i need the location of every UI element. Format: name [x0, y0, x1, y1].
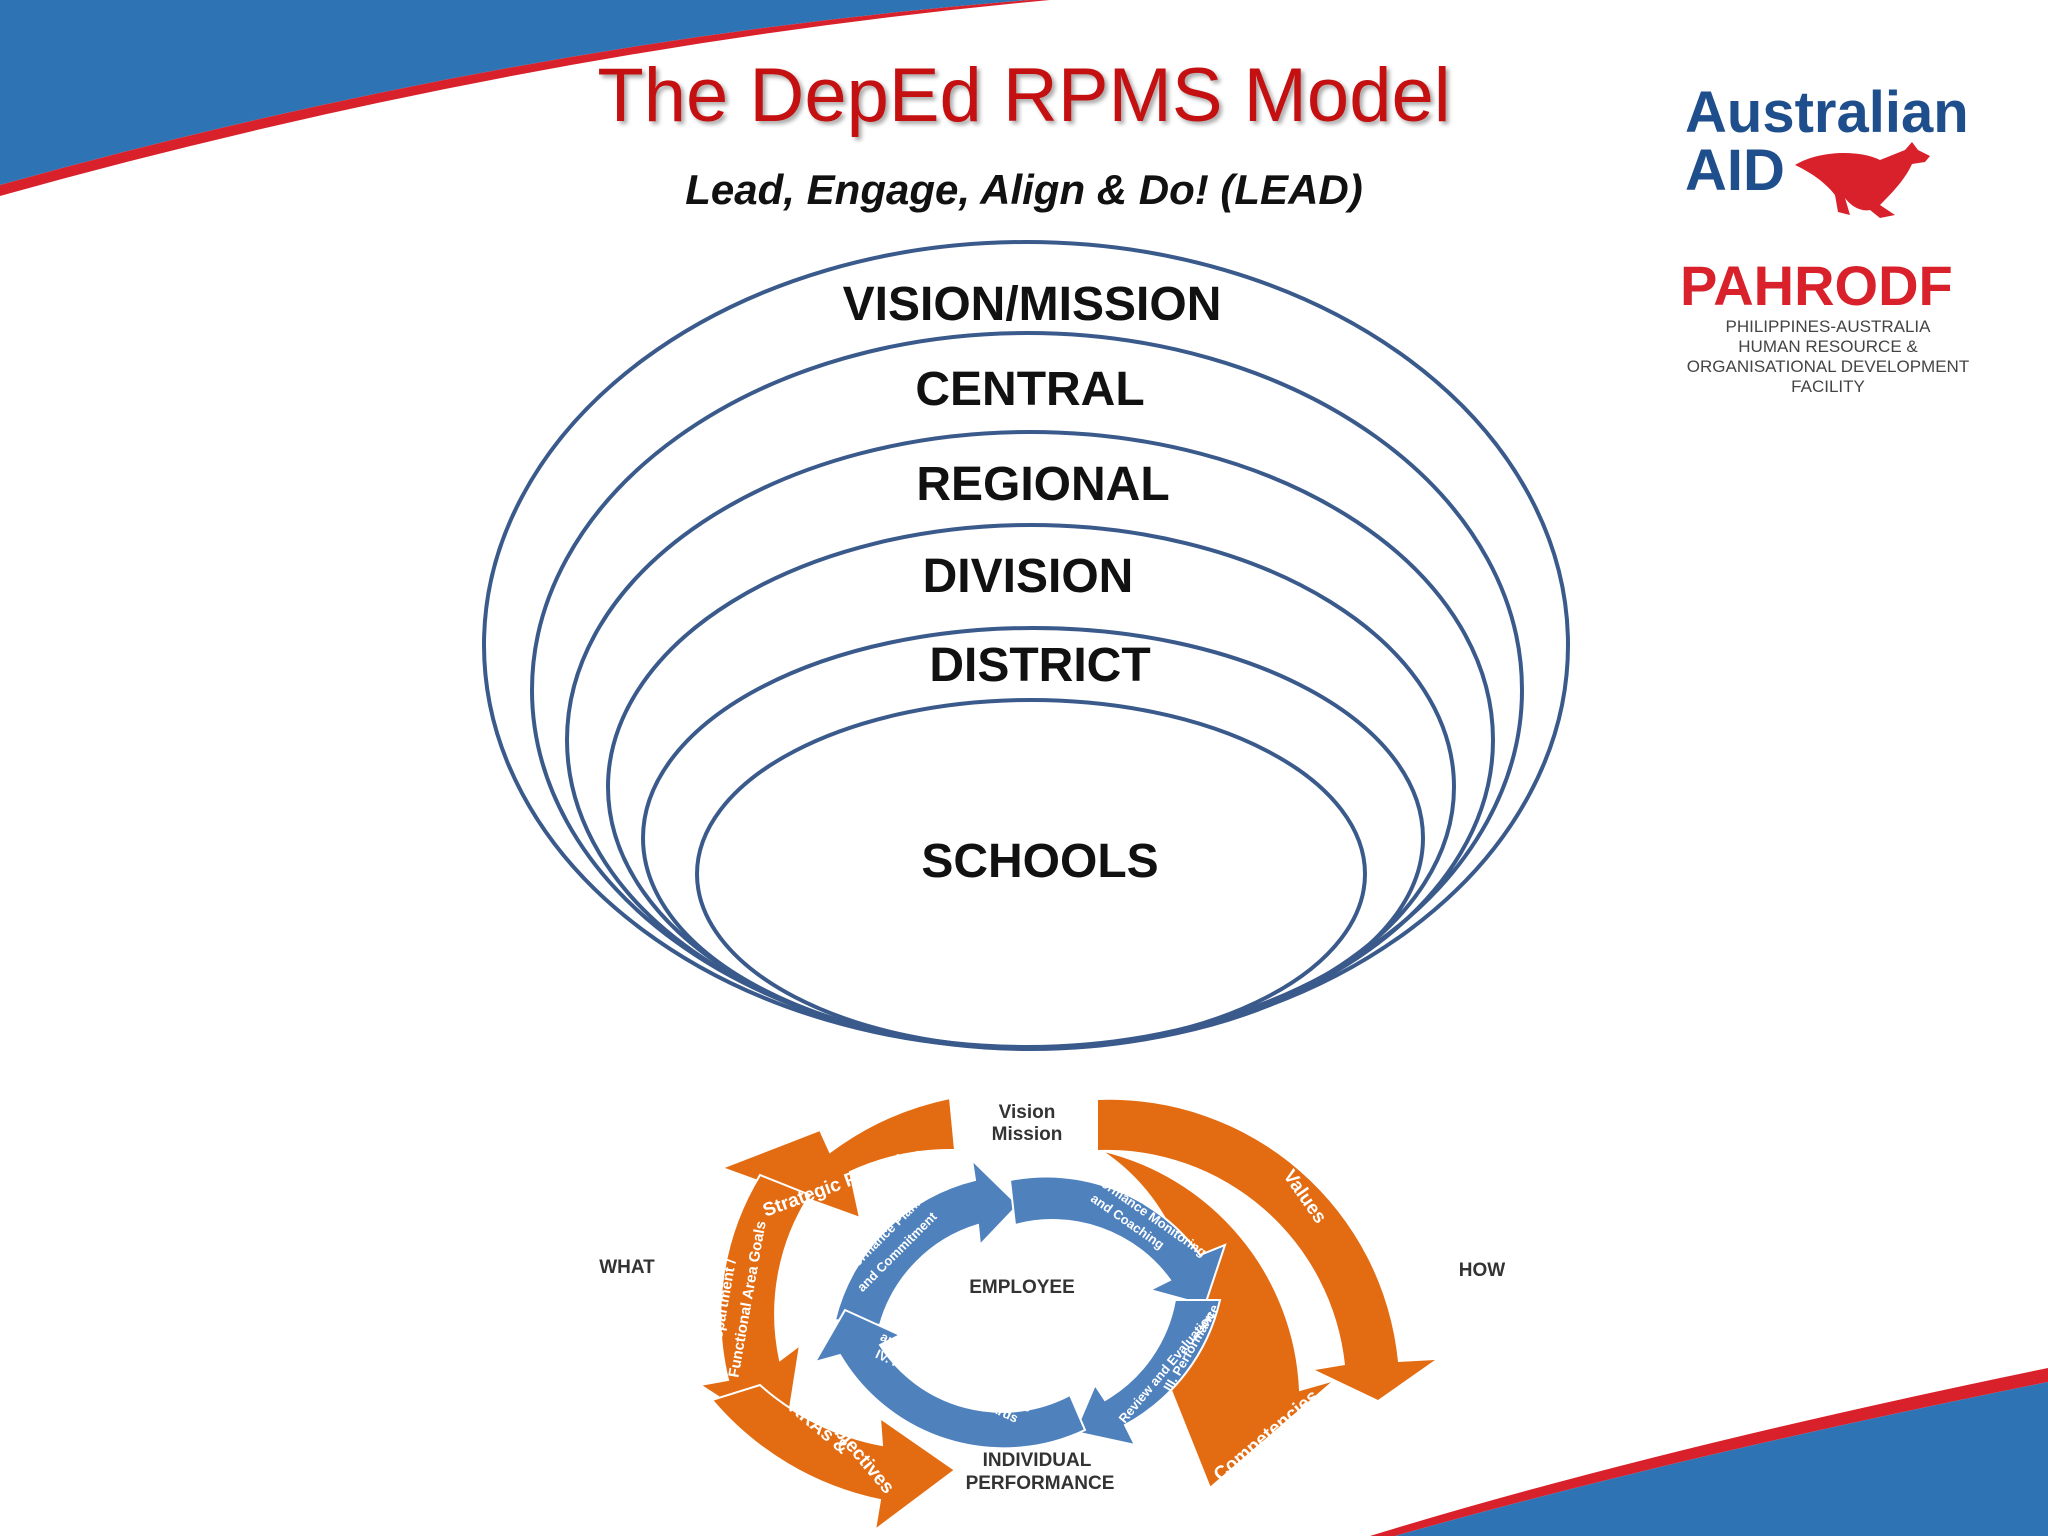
ring-schools [695, 698, 1367, 1050]
australian-aid-line1: Australian [1685, 80, 1969, 145]
pahrodf-line4: FACILITY [1791, 377, 1865, 396]
cycle-top-vision: Vision [999, 1102, 1056, 1123]
cycle-bottom-performance: PERFORMANCE [966, 1473, 1115, 1494]
values-competencies-arrow [1099, 1100, 1336, 1490]
phase-4-arrow [812, 1308, 1087, 1450]
cycle-what-label: WHAT [599, 1257, 655, 1278]
level-vision-mission: VISION/MISSION [843, 278, 1222, 331]
pahrodf-line1: PHILIPPINES-AUSTRALIA [1725, 317, 1931, 336]
kras-objectives-arrow [710, 1383, 957, 1533]
pahrodf-line3: ORGANISATIONAL DEVELOPMENT [1687, 357, 1969, 376]
level-schools: SCHOOLS [921, 835, 1158, 888]
cycle-bottom-individual: INDIVIDUAL [983, 1450, 1092, 1471]
level-district: DISTRICT [929, 639, 1150, 692]
bottom-right-red-stripe [1370, 1368, 2048, 1536]
bottom-right-blue-banner [1395, 1382, 2048, 1536]
top-left-blue-banner [0, 0, 1030, 185]
values-arrow [1098, 1099, 1435, 1400]
kangaroo-icon [1795, 142, 1930, 218]
cycle-how-label: HOW [1459, 1260, 1506, 1281]
level-central: CENTRAL [915, 363, 1144, 416]
phase-3-arrow [1073, 1299, 1222, 1447]
cycle-top-mission: Mission [992, 1124, 1063, 1145]
level-regional: REGIONAL [916, 458, 1169, 511]
pahrodf-name: PAHRODF [1680, 254, 1953, 317]
cycle-center-employee: EMPLOYEE [969, 1277, 1075, 1298]
slide-title: The DepEd RPMS Model [597, 53, 1451, 138]
australian-aid-line2: AID [1685, 138, 1785, 203]
pahrodf-line2: HUMAN RESOURCE & [1738, 337, 1918, 356]
level-division: DIVISION [923, 550, 1134, 603]
phase-1-arrow [833, 1157, 1020, 1327]
slide-subtitle: Lead, Engage, Align & Do! (LEAD) [685, 166, 1363, 213]
